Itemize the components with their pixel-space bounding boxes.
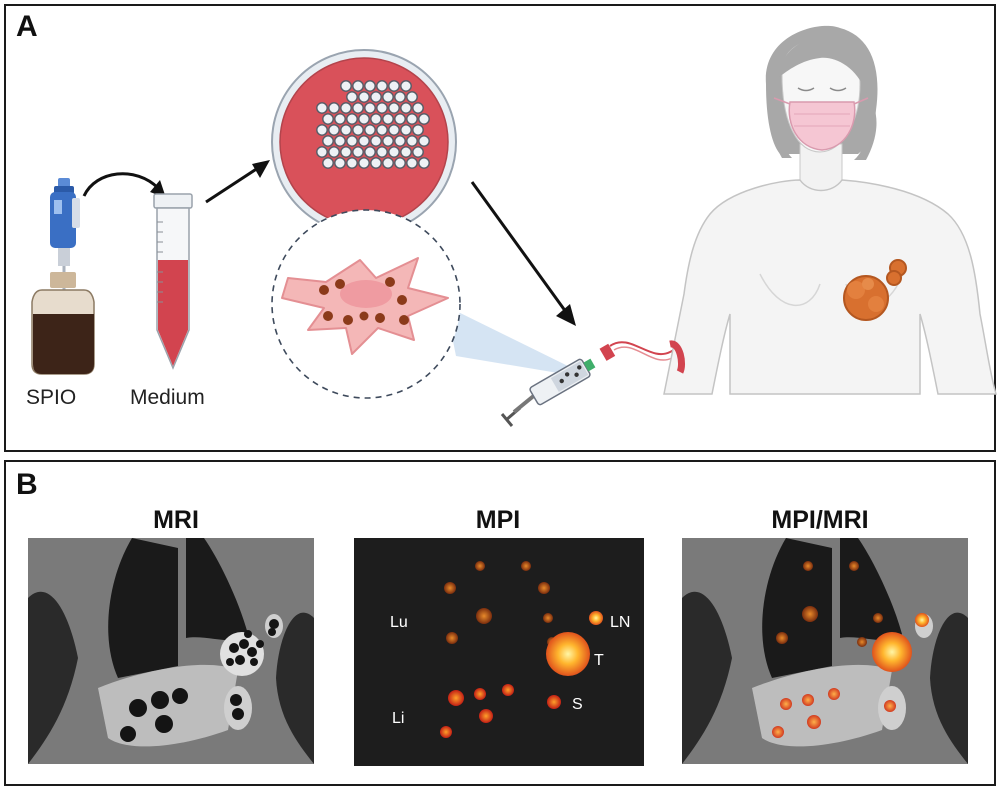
dish-cell	[322, 135, 334, 147]
dish-cell	[340, 146, 352, 158]
syringe-icon	[500, 358, 596, 427]
mri-title: MRI	[153, 506, 199, 534]
dish-cell	[370, 135, 382, 147]
mpi-image	[354, 538, 644, 766]
dish-cell	[400, 146, 412, 158]
dish-cell	[376, 102, 388, 114]
dish-cell	[328, 124, 340, 136]
medium-label: Medium	[130, 386, 205, 409]
mpi-mri-fused-image	[682, 538, 968, 764]
dish-cell	[370, 157, 382, 169]
dish-cell	[358, 91, 370, 103]
dish-cell	[358, 113, 370, 125]
mpi-label-spleen: S	[572, 696, 583, 713]
mpi-label-tumor: T	[594, 652, 604, 669]
dish-cell	[406, 113, 418, 125]
dish-cell	[400, 80, 412, 92]
dish-cell	[412, 146, 424, 158]
dish-cell	[376, 146, 388, 158]
dish-cell	[340, 124, 352, 136]
dish-cell	[328, 146, 340, 158]
spio-label: SPIO	[26, 386, 77, 409]
dish-cell	[352, 124, 364, 136]
spio-bottle-with-pipette	[31, 178, 95, 375]
mpi-title: MPI	[475, 506, 521, 534]
dish-cell	[334, 157, 346, 169]
dish-cell	[394, 113, 406, 125]
dish-cell	[346, 135, 358, 147]
dish-cell	[322, 157, 334, 169]
dish-cell	[346, 157, 358, 169]
dish-cell	[376, 80, 388, 92]
patient-figure	[663, 25, 998, 395]
dish-cell	[388, 146, 400, 158]
dish-cell	[418, 135, 430, 147]
panel-a: A SPIO	[4, 4, 998, 452]
dish-cell	[406, 157, 418, 169]
mpi-hotspots	[440, 561, 603, 738]
breast-tumor-icon	[843, 259, 907, 321]
dish-cell	[352, 146, 364, 158]
fused-hotspots	[772, 561, 929, 738]
dish-cell	[364, 124, 376, 136]
dish-cell	[394, 135, 406, 147]
mpi-label-liver: Li	[392, 710, 405, 727]
dish-cell	[334, 113, 346, 125]
dish-cell	[418, 157, 430, 169]
dish-cell	[346, 113, 358, 125]
labeled-cell-magnified	[271, 209, 461, 399]
pipette-icon	[50, 178, 80, 320]
dish-cell	[400, 124, 412, 136]
dish-cell	[382, 135, 394, 147]
dish-cell	[376, 124, 388, 136]
dish-cell	[316, 102, 328, 114]
dish-cell	[370, 113, 382, 125]
panel-a-letter: A	[16, 10, 38, 43]
dish-cell	[334, 135, 346, 147]
mpi-label-lungs: Lu	[390, 614, 408, 631]
dish-cell	[352, 102, 364, 114]
dish-cell	[388, 102, 400, 114]
panel-b-letter: B	[16, 468, 38, 501]
arm-tourniquet-icon	[669, 340, 686, 374]
dish-cell	[394, 91, 406, 103]
dish-cell	[382, 91, 394, 103]
dish-cell	[412, 102, 424, 114]
arrow-to-dish	[205, 160, 270, 204]
dish-cell	[382, 157, 394, 169]
face-mask-icon	[773, 97, 869, 151]
dish-cell	[406, 135, 418, 147]
petri-dish-icon	[271, 49, 457, 235]
dish-cell	[358, 135, 370, 147]
spio-bottle-icon	[31, 272, 95, 375]
dish-cell	[400, 102, 412, 114]
dish-cell	[364, 146, 376, 158]
dish-cell	[346, 91, 358, 103]
dish-cell	[418, 113, 430, 125]
panel-b: B MRI MPI MPI/MRI	[4, 460, 996, 786]
dish-cell	[352, 80, 364, 92]
dish-cell	[364, 102, 376, 114]
mpi-label-lymph-node: LN	[610, 614, 631, 631]
dish-cell	[364, 80, 376, 92]
mri-image	[28, 538, 314, 764]
dish-cell	[358, 157, 370, 169]
dish-cell	[370, 91, 382, 103]
dish-cell	[340, 80, 352, 92]
dish-cell	[412, 124, 424, 136]
dish-cell	[406, 91, 418, 103]
dish-cell	[316, 146, 328, 158]
dish-cell	[340, 102, 352, 114]
dish-cell	[322, 113, 334, 125]
dish-cell	[382, 113, 394, 125]
medium-tube-icon	[153, 193, 193, 370]
dish-cell	[388, 124, 400, 136]
dish-cell	[316, 124, 328, 136]
spio-particles	[319, 277, 409, 325]
dish-cell	[394, 157, 406, 169]
dish-cell	[388, 80, 400, 92]
dish-cell	[328, 102, 340, 114]
mpi-mri-title: MPI/MRI	[771, 506, 869, 534]
arrow-to-syringe	[470, 181, 576, 326]
